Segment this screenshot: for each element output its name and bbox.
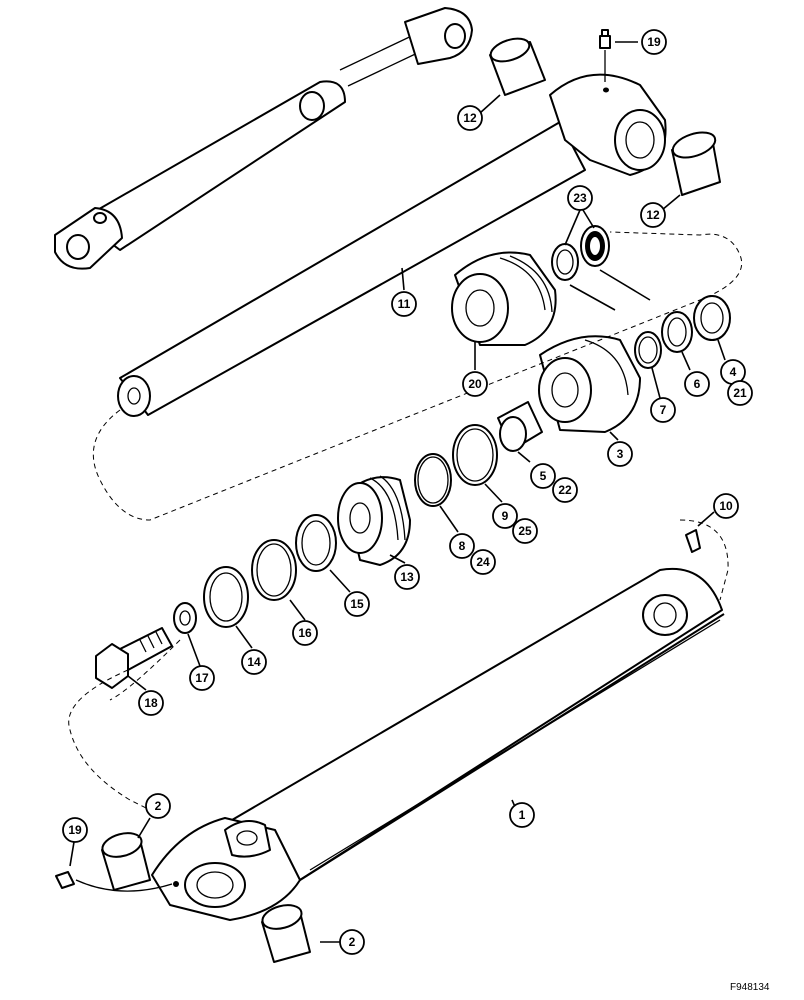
assembled-cylinder-view [54,7,473,270]
o-ring-8-24 [414,453,452,507]
callout-3: 3 [607,441,633,467]
bushing-5-22 [497,401,543,452]
dashed-outline-lower [68,519,729,811]
callout-23: 23 [567,185,593,211]
callout-15: 15 [344,591,370,617]
svg-text:19: 19 [647,35,661,49]
bushing-2-lower [261,904,311,963]
bushing-12-upper [489,37,546,96]
svg-text:2: 2 [155,799,162,813]
svg-text:16: 16 [298,626,312,640]
callout-21: 21 [727,380,753,406]
rod-part-11 [117,73,667,417]
callout-6: 6 [684,371,710,397]
grease-fitting-19-top [599,29,638,82]
callout-12-upper: 12 [457,105,483,131]
bushing-2-upper [101,832,151,891]
ring-4-21 [693,295,731,341]
svg-text:22: 22 [558,483,572,497]
svg-text:6: 6 [694,377,701,391]
svg-text:5: 5 [540,469,547,483]
callout-13: 13 [394,564,420,590]
callout-25: 25 [512,518,538,544]
svg-text:20: 20 [468,377,482,391]
bolt-18 [95,627,173,689]
callout-20: 20 [462,371,488,397]
callout-8: 8 [449,533,475,559]
svg-text:8: 8 [459,539,466,553]
svg-text:4: 4 [730,365,737,379]
svg-text:13: 13 [400,570,414,584]
gland-20 [451,251,557,346]
ring-9-25 [452,424,498,486]
svg-text:25: 25 [518,524,532,538]
callout-17: 17 [189,665,215,691]
figure-reference: F948134 [730,982,770,993]
wiper-seal-23 [551,225,610,281]
svg-text:23: 23 [573,191,587,205]
callout-14: 14 [241,649,267,675]
svg-text:24: 24 [476,555,490,569]
svg-text:1: 1 [519,808,526,822]
gland-3 [538,335,641,433]
ring-16 [251,539,297,601]
screw-10 [685,511,715,553]
ring-7 [634,331,662,369]
svg-text:19: 19 [68,823,82,837]
callout-2-upper: 2 [145,793,171,819]
svg-text:12: 12 [463,111,477,125]
svg-text:3: 3 [617,447,624,461]
svg-text:11: 11 [398,297,411,311]
callout-10: 10 [713,493,739,519]
callout-19-bottom: 19 [62,817,88,843]
ring-6 [661,311,693,353]
svg-text:18: 18 [144,696,158,710]
ring-15 [295,514,337,572]
ring-14 [203,566,249,628]
svg-text:14: 14 [247,655,261,669]
washer-17 [173,602,197,634]
callout-1: 1 [509,802,535,828]
callout-5: 5 [530,463,556,489]
bushing-12-right [671,131,721,196]
callout-18: 18 [138,690,164,716]
svg-text:7: 7 [660,403,667,417]
svg-text:12: 12 [646,208,660,222]
barrel-part-1 [151,567,725,921]
callout-11: 11 [391,291,417,317]
piston-13 [337,475,411,566]
dashed-outline-upper [92,231,742,521]
callout-2-lower: 2 [339,929,365,955]
svg-text:9: 9 [502,509,509,523]
callout-12-right: 12 [640,202,666,228]
svg-text:21: 21 [733,386,747,400]
grease-fitting-19-bottom [55,871,173,892]
callout-24: 24 [470,549,496,575]
callout-16: 16 [292,620,318,646]
svg-text:17: 17 [195,671,209,685]
callout-22: 22 [552,477,578,503]
callout-9: 9 [492,503,518,529]
svg-text:2: 2 [349,935,356,949]
callout-7: 7 [650,397,676,423]
dashed-outline-lower-link [109,639,181,701]
svg-text:10: 10 [719,499,733,513]
callout-19-top: 19 [641,29,667,55]
svg-text:15: 15 [350,597,364,611]
